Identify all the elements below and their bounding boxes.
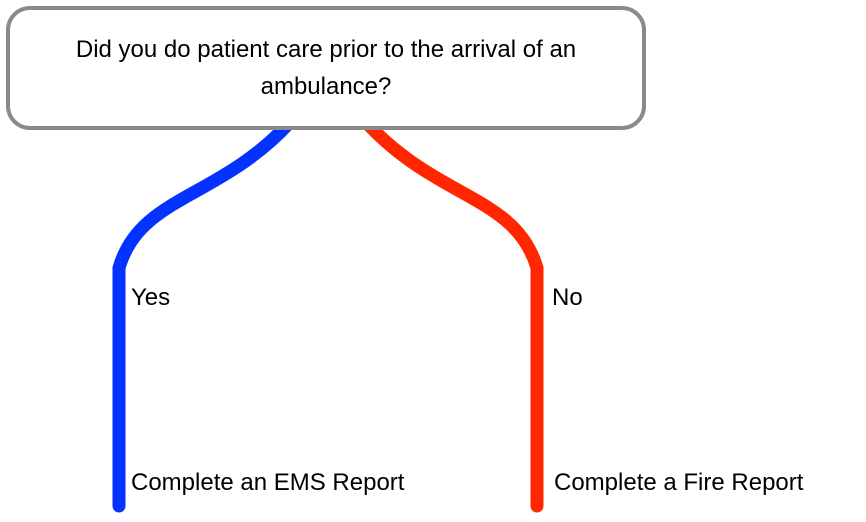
question-box <box>6 6 646 130</box>
yes-branch-label: Yes <box>131 284 171 311</box>
yes-branch-line <box>112 113 299 513</box>
no-branch-label: No <box>552 284 583 311</box>
question-text: Did you do patient care prior to the arr… <box>75 36 577 100</box>
no-outcome-label: Complete a Fire Report <box>554 469 804 496</box>
question-box-content: Did you do patient care prior to the arr… <box>6 6 646 130</box>
yes-outcome-label: Complete an EMS Report <box>131 469 405 496</box>
no-branch-line <box>357 113 544 513</box>
